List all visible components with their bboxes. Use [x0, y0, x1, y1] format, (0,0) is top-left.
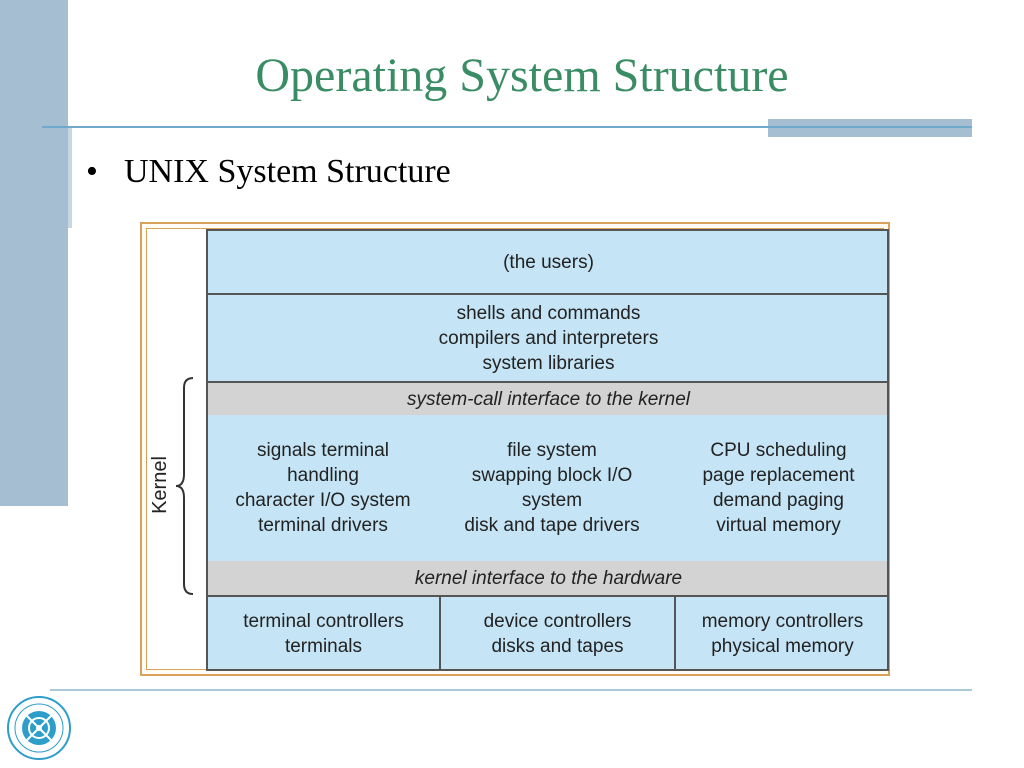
unix-structure-diagram: (the users) shells and commands compiler… [140, 222, 890, 676]
kernel-column-memory: CPU scheduling page replacement demand p… [666, 415, 891, 561]
kernel-line: signals terminal [257, 440, 389, 461]
hardware-line: terminal controllers [243, 611, 404, 632]
diagram-top-border [206, 229, 889, 231]
diagram-inner-frame: (the users) shells and commands compiler… [146, 228, 889, 671]
left-accent-bar-inner [68, 128, 72, 228]
shells-line: compilers and interpreters [438, 327, 659, 349]
kernel-line: file system [507, 440, 597, 461]
hardware-column-device: device controllers disks and tapes [441, 597, 676, 671]
hardware-line: physical memory [711, 636, 854, 657]
layer-kernel-services: signals terminal handling character I/O … [206, 415, 889, 561]
kernel-line: character I/O system [235, 490, 411, 511]
layer-hardware-interface: kernel interface to the hardware [206, 561, 889, 595]
hardware-line: device controllers [483, 611, 632, 632]
left-accent-bar [0, 0, 68, 506]
layer-shells-text: shells and commands compilers and interp… [439, 301, 659, 376]
hardware-line: terminals [284, 636, 363, 657]
hardware-column-memory: memory controllers physical memory [676, 597, 889, 671]
layer-users-label: (the users) [503, 251, 594, 273]
kernel-line: page replacement [702, 465, 855, 486]
layer-shells: shells and commands compilers and interp… [206, 295, 889, 381]
kernel-column-terminal: signals terminal handling character I/O … [208, 415, 438, 561]
layer-users: (the users) [206, 231, 889, 295]
bullet-item: • UNIX System Structure [86, 150, 451, 194]
kernel-label: Kernel [148, 456, 171, 514]
kernel-line: disk and tape drivers [464, 515, 640, 536]
hardware-interface-label: kernel interface to the hardware [414, 567, 683, 589]
hardware-column-terminal: terminal controllers terminals [208, 597, 441, 671]
kernel-line: CPU scheduling [710, 440, 847, 461]
university-seal-icon [7, 696, 71, 760]
diagram-right-border [887, 231, 889, 671]
syscall-interface-label: system-call interface to the kernel [406, 388, 690, 410]
kernel-line: system [521, 490, 583, 511]
kernel-column-filesystem: file system swapping block I/O system di… [438, 415, 666, 561]
footer-rule [50, 689, 972, 691]
title-rule-accent [768, 119, 972, 137]
title-rule [42, 126, 972, 128]
layer-syscall-interface: system-call interface to the kernel [206, 381, 889, 415]
shells-line: system libraries [482, 352, 615, 374]
kernel-line: handling [287, 465, 359, 486]
hardware-line: memory controllers [701, 611, 864, 632]
shells-line: shells and commands [456, 302, 641, 324]
kernel-line: terminal drivers [258, 515, 388, 536]
kernel-line: swapping block I/O [471, 465, 633, 486]
bullet-text: UNIX System Structure [124, 153, 451, 190]
layer-hardware: terminal controllers terminals device co… [206, 595, 889, 671]
diagram-bottom-border [206, 669, 889, 671]
kernel-line: demand paging [712, 490, 844, 511]
bullet-marker: • [86, 153, 98, 190]
slide-title: Operating System Structure [255, 49, 789, 102]
kernel-line: virtual memory [716, 515, 841, 536]
hardware-line: disks and tapes [491, 636, 624, 657]
